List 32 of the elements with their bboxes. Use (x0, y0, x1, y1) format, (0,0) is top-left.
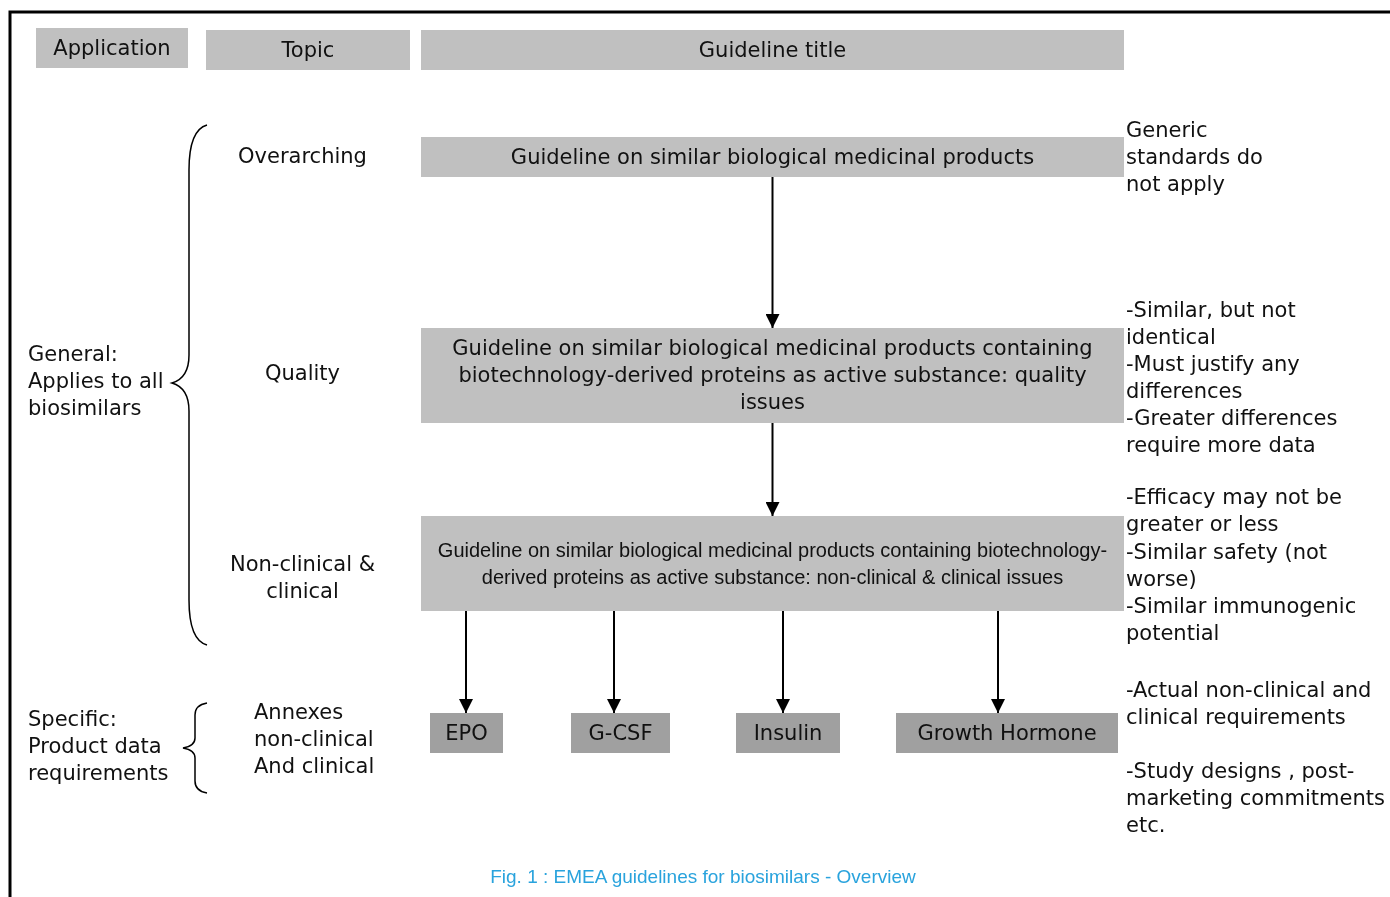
topic-label: Non-clinical & clinical (228, 551, 377, 605)
column-header: Guideline title (421, 30, 1124, 70)
note-text: -Efficacy may not be greater or less (1126, 484, 1343, 538)
note-text: -Must justify any differences (1126, 351, 1301, 405)
note-text: -Similar immunogenic potential (1126, 593, 1358, 647)
application-label: General: Applies to all biosimilars (28, 341, 165, 422)
topic-label: Quality (263, 360, 341, 387)
product-box: G-CSF (571, 713, 670, 753)
application-label: Specific: Product data requirements (28, 706, 170, 787)
note-text: Generic standards do not apply (1126, 117, 1264, 198)
column-header: Application (36, 28, 188, 68)
product-box: Insulin (736, 713, 840, 753)
topic-label: Annexes non-clinical And clinical (254, 699, 376, 780)
guideline-box: Guideline on similar biological medicinal products containing biotechnology-derived proteins as active substance: quality issues (421, 328, 1124, 423)
arrow (459, 610, 473, 714)
arrow (765, 422, 780, 517)
arrow (776, 610, 790, 714)
note-text: -Actual non-clinical and clinical requirements (1126, 677, 1373, 731)
product-box: Growth Hormone (896, 713, 1118, 753)
note-text: -Study designs , post-marketing commitments etc. (1126, 758, 1386, 839)
arrow (607, 610, 621, 714)
guideline-box: Guideline on similar biological medicinal products containing biotechnology-derived proteins as active substance: non-clinical & clinical issues (421, 516, 1124, 611)
topic-label: Overarching (237, 143, 368, 170)
arrow (765, 176, 780, 329)
guideline-box: Guideline on similar biological medicinal products (421, 137, 1124, 177)
note-text: -Greater differences require more data (1126, 405, 1339, 459)
column-header: Topic (206, 30, 410, 70)
arrow (991, 610, 1005, 714)
note-text: -Similar, but not identical (1126, 297, 1297, 351)
caption: Fig. 1 : EMEA guidelines for biosimilars - Overview (489, 865, 917, 889)
product-box: EPO (430, 713, 503, 753)
note-text: -Similar safety (not worse) (1126, 539, 1329, 593)
